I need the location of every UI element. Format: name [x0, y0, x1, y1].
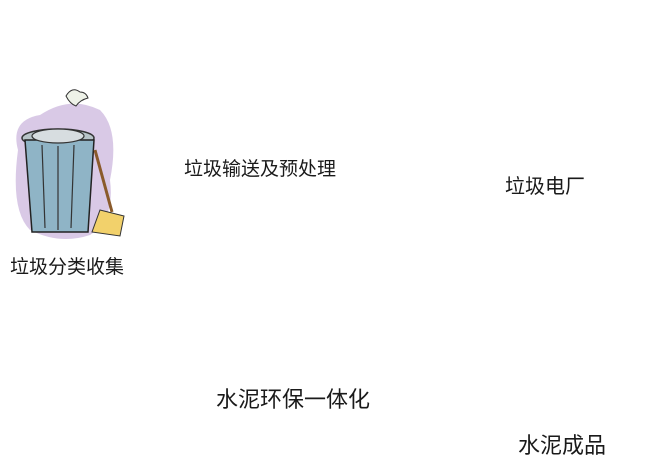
- product-label: 水泥成品: [518, 434, 607, 459]
- collection-label: 垃圾分类收集: [10, 256, 125, 278]
- power-plant-label: 垃圾电厂: [505, 174, 585, 198]
- transfer-label: 垃圾输送及预处理: [184, 158, 337, 180]
- integration-label: 水泥环保一体化: [216, 388, 371, 413]
- trash-can-icon: [15, 89, 125, 239]
